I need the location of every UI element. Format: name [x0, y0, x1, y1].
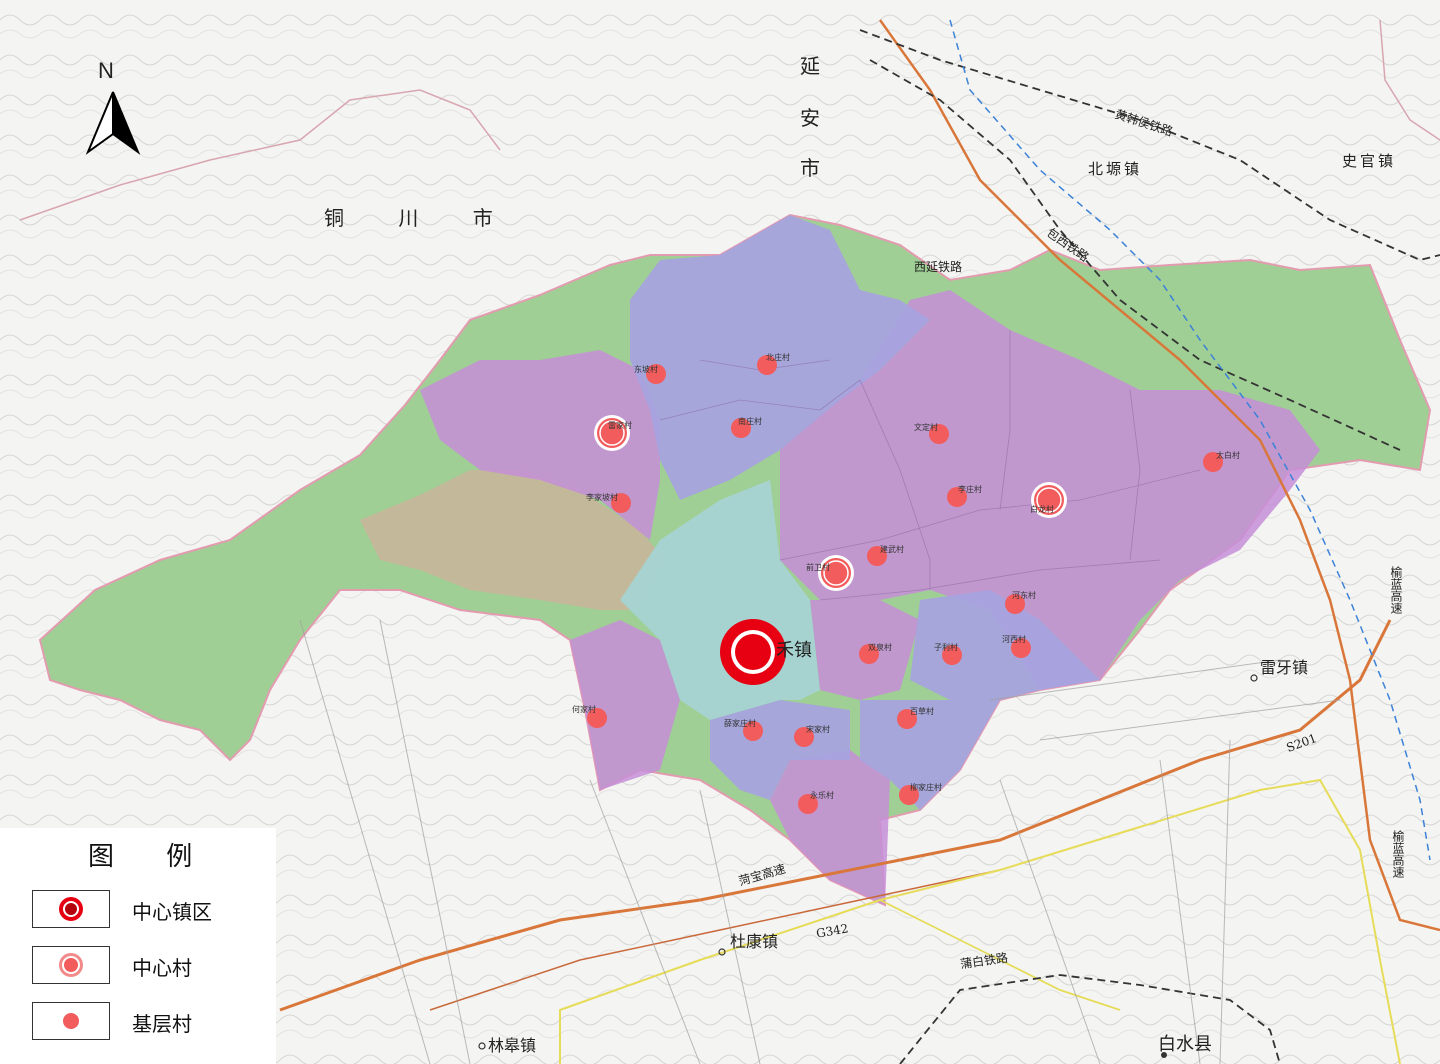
village-marker[interactable] [743, 721, 763, 741]
county-boundary-east [1379, 19, 1440, 141]
zone-blue-north [630, 215, 930, 500]
village-label: 柳家庄村 [910, 783, 942, 792]
legend-label: 基层村 [132, 1012, 192, 1036]
region-label-tongchuan: 铜 川 市 [324, 206, 517, 230]
north-label: N [98, 58, 114, 83]
village-label: 子利村 [934, 643, 958, 652]
legend-swatch-box [32, 890, 110, 928]
legend-item-basic-village: 基层村 [32, 1002, 252, 1042]
town-label-dukang: 杜康镇 [730, 932, 779, 951]
village-label: 双泉村 [868, 643, 892, 652]
town-dot-dukang [718, 948, 726, 956]
legend: 图 例 中心镇区 中心村 基层村 [0, 828, 276, 1064]
village-label: 建武村 [880, 545, 904, 554]
legend-swatch-box [32, 946, 110, 984]
legend-label: 中心镇区 [132, 900, 212, 924]
north-arrow-icon [85, 91, 141, 155]
road-label-yulan-1: 榆蓝高速 [1389, 566, 1403, 614]
village-marker[interactable] [646, 364, 666, 384]
village-label: 宋家村 [806, 725, 830, 734]
village-marker[interactable] [798, 794, 818, 814]
town-label-linhao: 林皋镇 [488, 1036, 537, 1055]
railway-baoxi [869, 59, 1401, 451]
center-town-marker[interactable] [720, 619, 786, 685]
village-marker[interactable] [794, 727, 814, 747]
legend-title: 图 例 [88, 842, 215, 872]
boundary-yellow [559, 778, 1401, 1064]
village-marker[interactable] [1011, 638, 1031, 658]
railway-label-xiyan: 西延铁路 [914, 260, 963, 274]
zone-blue-east [910, 590, 1100, 700]
center-village-icon [59, 953, 83, 977]
village-label: 文定村 [914, 423, 938, 432]
zone-violet-south [570, 620, 680, 790]
highway-yulan [878, 19, 1440, 932]
legend-item-center-town: 中心镇区 [32, 890, 252, 930]
village-label: 雷家村 [608, 421, 632, 430]
village-marker[interactable] [947, 487, 967, 507]
railway-huanghan [859, 29, 1440, 261]
village-marker[interactable] [867, 546, 887, 566]
boundary-yellow-2 [879, 899, 1121, 1011]
village-marker[interactable] [929, 424, 949, 444]
village-label: 李庄村 [958, 485, 982, 494]
village-marker[interactable] [587, 708, 607, 728]
zone-blue-south [860, 700, 1000, 810]
zone-violet-south2 [770, 750, 890, 905]
village-label: 太白村 [1216, 451, 1240, 460]
region-label-yanan-2: 安 [800, 106, 820, 130]
village-marker[interactable] [942, 645, 962, 665]
village-marker[interactable] [1005, 594, 1025, 614]
legend-item-center-village: 中心村 [32, 946, 252, 986]
road-label-yulan-2: 榆蓝高速 [1391, 830, 1405, 878]
county-boundary-west [19, 89, 501, 221]
town-dot-linhao [478, 1042, 486, 1050]
village-marker[interactable] [897, 709, 917, 729]
town-label-beipeng: 北塬镇 [1088, 160, 1143, 178]
town-label-center: 禾镇 [776, 640, 812, 661]
highway-heibao [279, 619, 1392, 1012]
village-label: 东坡村 [634, 365, 658, 374]
village-label: 永乐村 [810, 791, 834, 800]
village-marker[interactable] [731, 418, 751, 438]
zone-tan [360, 470, 665, 610]
center-town-icon [59, 897, 83, 921]
railway-pubai [899, 974, 1281, 1064]
village-label: 前卫村 [806, 563, 830, 572]
village-label: 河东村 [1012, 591, 1036, 600]
town-label-baishui: 白水县 [1158, 1034, 1212, 1055]
village-marker[interactable] [611, 493, 631, 513]
town-label-shiguan: 史官镇 [1342, 152, 1397, 170]
village-label: 百草村 [910, 707, 934, 716]
zone-violet-west [420, 350, 660, 540]
basic-village-icon [63, 1013, 79, 1029]
town-dot-baishui [1161, 1052, 1167, 1058]
road-g342 [429, 869, 1001, 1011]
village-markers [587, 355, 1223, 814]
village-label: 薛家庄村 [724, 719, 756, 728]
village-marker[interactable] [1203, 452, 1223, 472]
region-label-yanan-3: 市 [800, 156, 820, 180]
village-label: 白龙村 [1030, 505, 1054, 514]
railway-blue [949, 19, 1431, 861]
town-label-leiya: 雷牙镇 [1260, 658, 1309, 677]
village-label: 何家村 [572, 705, 596, 714]
town-dot-leiya [1250, 674, 1258, 682]
legend-label: 中心村 [132, 956, 192, 980]
legend-swatch-box [32, 1002, 110, 1040]
village-marker[interactable] [899, 785, 919, 805]
road-grid [299, 619, 1341, 1064]
village-label: 河西村 [1002, 635, 1026, 644]
region-label-yanan-1: 延 [800, 54, 820, 78]
village-label: 南庄村 [738, 417, 762, 426]
village-label: 北庄村 [766, 353, 790, 362]
village-marker[interactable] [859, 644, 879, 664]
village-label: 李家坡村 [586, 493, 618, 502]
village-marker[interactable] [757, 355, 777, 375]
